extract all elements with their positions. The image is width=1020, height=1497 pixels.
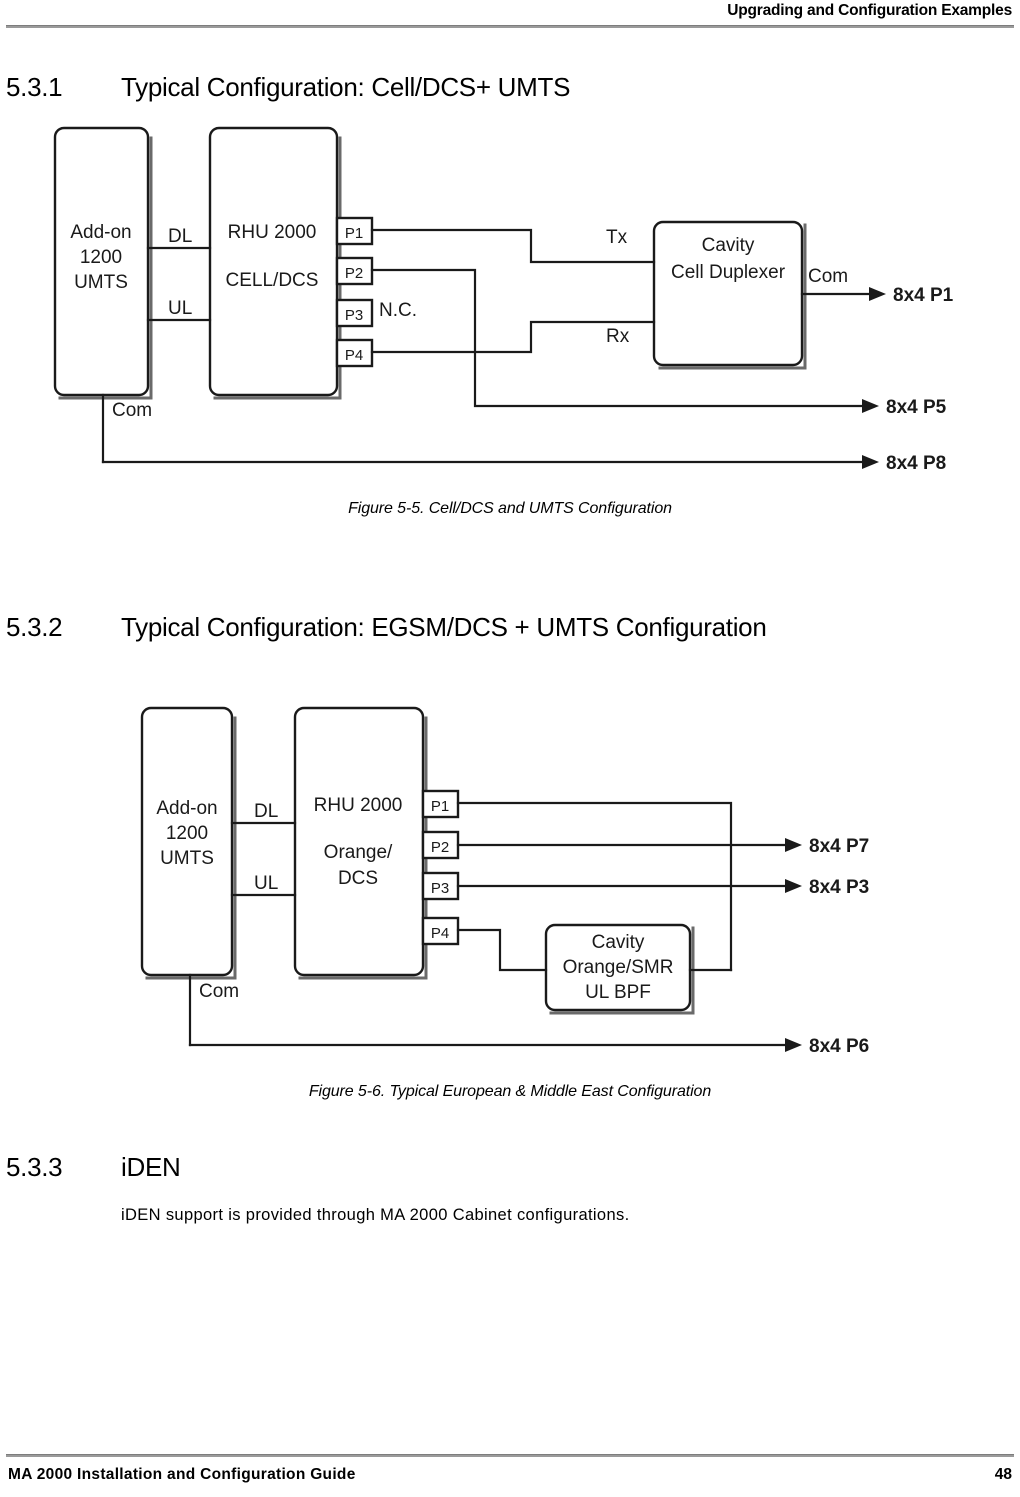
output-label-8x4-p1: 8x4 P1 [893, 285, 954, 306]
rhu-port-p1: P1 [345, 225, 363, 242]
addon-box-line3: UMTS [74, 272, 128, 293]
footer-page-number: 48 [994, 1466, 1012, 1483]
addon-box2-line1: Add-on [156, 798, 217, 819]
rhu2-port-p1: P1 [431, 798, 449, 815]
section-title-533: iDEN [121, 1152, 181, 1182]
duplexer-port-tx: Tx [606, 227, 628, 248]
bpf-box-line2: Orange/SMR [563, 957, 674, 978]
figure-caption-5-5: Figure 5-5. Cell/DCS and UMTS Configurat… [348, 500, 672, 517]
section-title-532: Typical Configuration: EGSM/DCS + UMTS C… [121, 612, 767, 642]
section-heading-532: 5.3.2 Typical Configuration: EGSM/DCS + U… [6, 612, 767, 643]
rhu-box2-line1: RHU 2000 [314, 795, 403, 816]
link-label-ul: UL [168, 298, 192, 319]
link-label-ul-2: UL [254, 873, 278, 894]
addon-box-line1: Add-on [70, 222, 131, 243]
header-title: Upgrading and Configuration Examples [727, 2, 1012, 19]
rhu-port-p4: P4 [345, 347, 363, 364]
bpf-box-line3: UL BPF [585, 982, 651, 1003]
section-body-533: iDEN support is provided through MA 2000… [121, 1206, 630, 1224]
addon-box-line2: 1200 [80, 247, 122, 268]
duplexer-port-com: Com [808, 266, 848, 287]
output-label-8x4-p7: 8x4 P7 [809, 836, 869, 857]
link-label-dl: DL [168, 226, 192, 247]
rhu-box2-line2: Orange/ [324, 842, 393, 863]
section-number-531: 5.3.1 [6, 72, 63, 102]
duplexer-port-rx: Rx [606, 326, 630, 347]
rhu2-port-p4: P4 [431, 925, 449, 942]
nc-label: N.C. [379, 300, 417, 321]
rhu-port-p2: P2 [345, 265, 363, 282]
duplexer-box-line1: Cavity [702, 235, 755, 256]
section-heading-531: 5.3.1 Typical Configuration: Cell/DCS+ UM… [6, 72, 570, 103]
rhu2-port-p2: P2 [431, 839, 449, 856]
output-label-8x4-p8: 8x4 P8 [886, 453, 946, 474]
output-label-8x4-p3: 8x4 P3 [809, 877, 869, 898]
section-number-532: 5.3.2 [6, 612, 63, 642]
figure-5-5-diagram: Add-on 1200 UMTS RHU 2000 CELL/DCS Cavit… [0, 110, 1020, 490]
addon-box2-line3: UMTS [160, 848, 214, 869]
footer-guide-title: MA 2000 Installation and Configuration G… [8, 1466, 356, 1483]
figure-caption-5-6: Figure 5-6. Typical European & Middle Ea… [308, 1083, 712, 1100]
rhu-port-p3: P3 [345, 307, 363, 324]
footer-divider [6, 1454, 1014, 1457]
rhu-box2-line3: DCS [338, 868, 378, 889]
header-divider [6, 25, 1014, 28]
addon-box2-line2: 1200 [166, 823, 208, 844]
figure-5-6-diagram: Add-on 1200 UMTS RHU 2000 Orange/ DCS Ca… [0, 690, 1020, 1075]
output-label-8x4-p6: 8x4 P6 [809, 1036, 869, 1057]
link-label-com-addon-2: Com [199, 981, 239, 1002]
bpf-box-line1: Cavity [592, 932, 645, 953]
rhu2-port-p3: P3 [431, 880, 449, 897]
section-heading-533: 5.3.3 iDEN [6, 1152, 181, 1183]
rhu-box-line2: CELL/DCS [226, 270, 319, 291]
output-label-8x4-p5: 8x4 P5 [886, 397, 947, 418]
page-header: Upgrading and Configuration Examples [0, 0, 1020, 30]
section-number-533: 5.3.3 [6, 1152, 63, 1182]
section-title-531: Typical Configuration: Cell/DCS+ UMTS [121, 72, 571, 102]
link-label-com-addon: Com [112, 400, 152, 421]
link-label-dl-2: DL [254, 801, 278, 822]
duplexer-box-line2: Cell Duplexer [671, 262, 786, 283]
rhu-box-line1: RHU 2000 [228, 222, 317, 243]
